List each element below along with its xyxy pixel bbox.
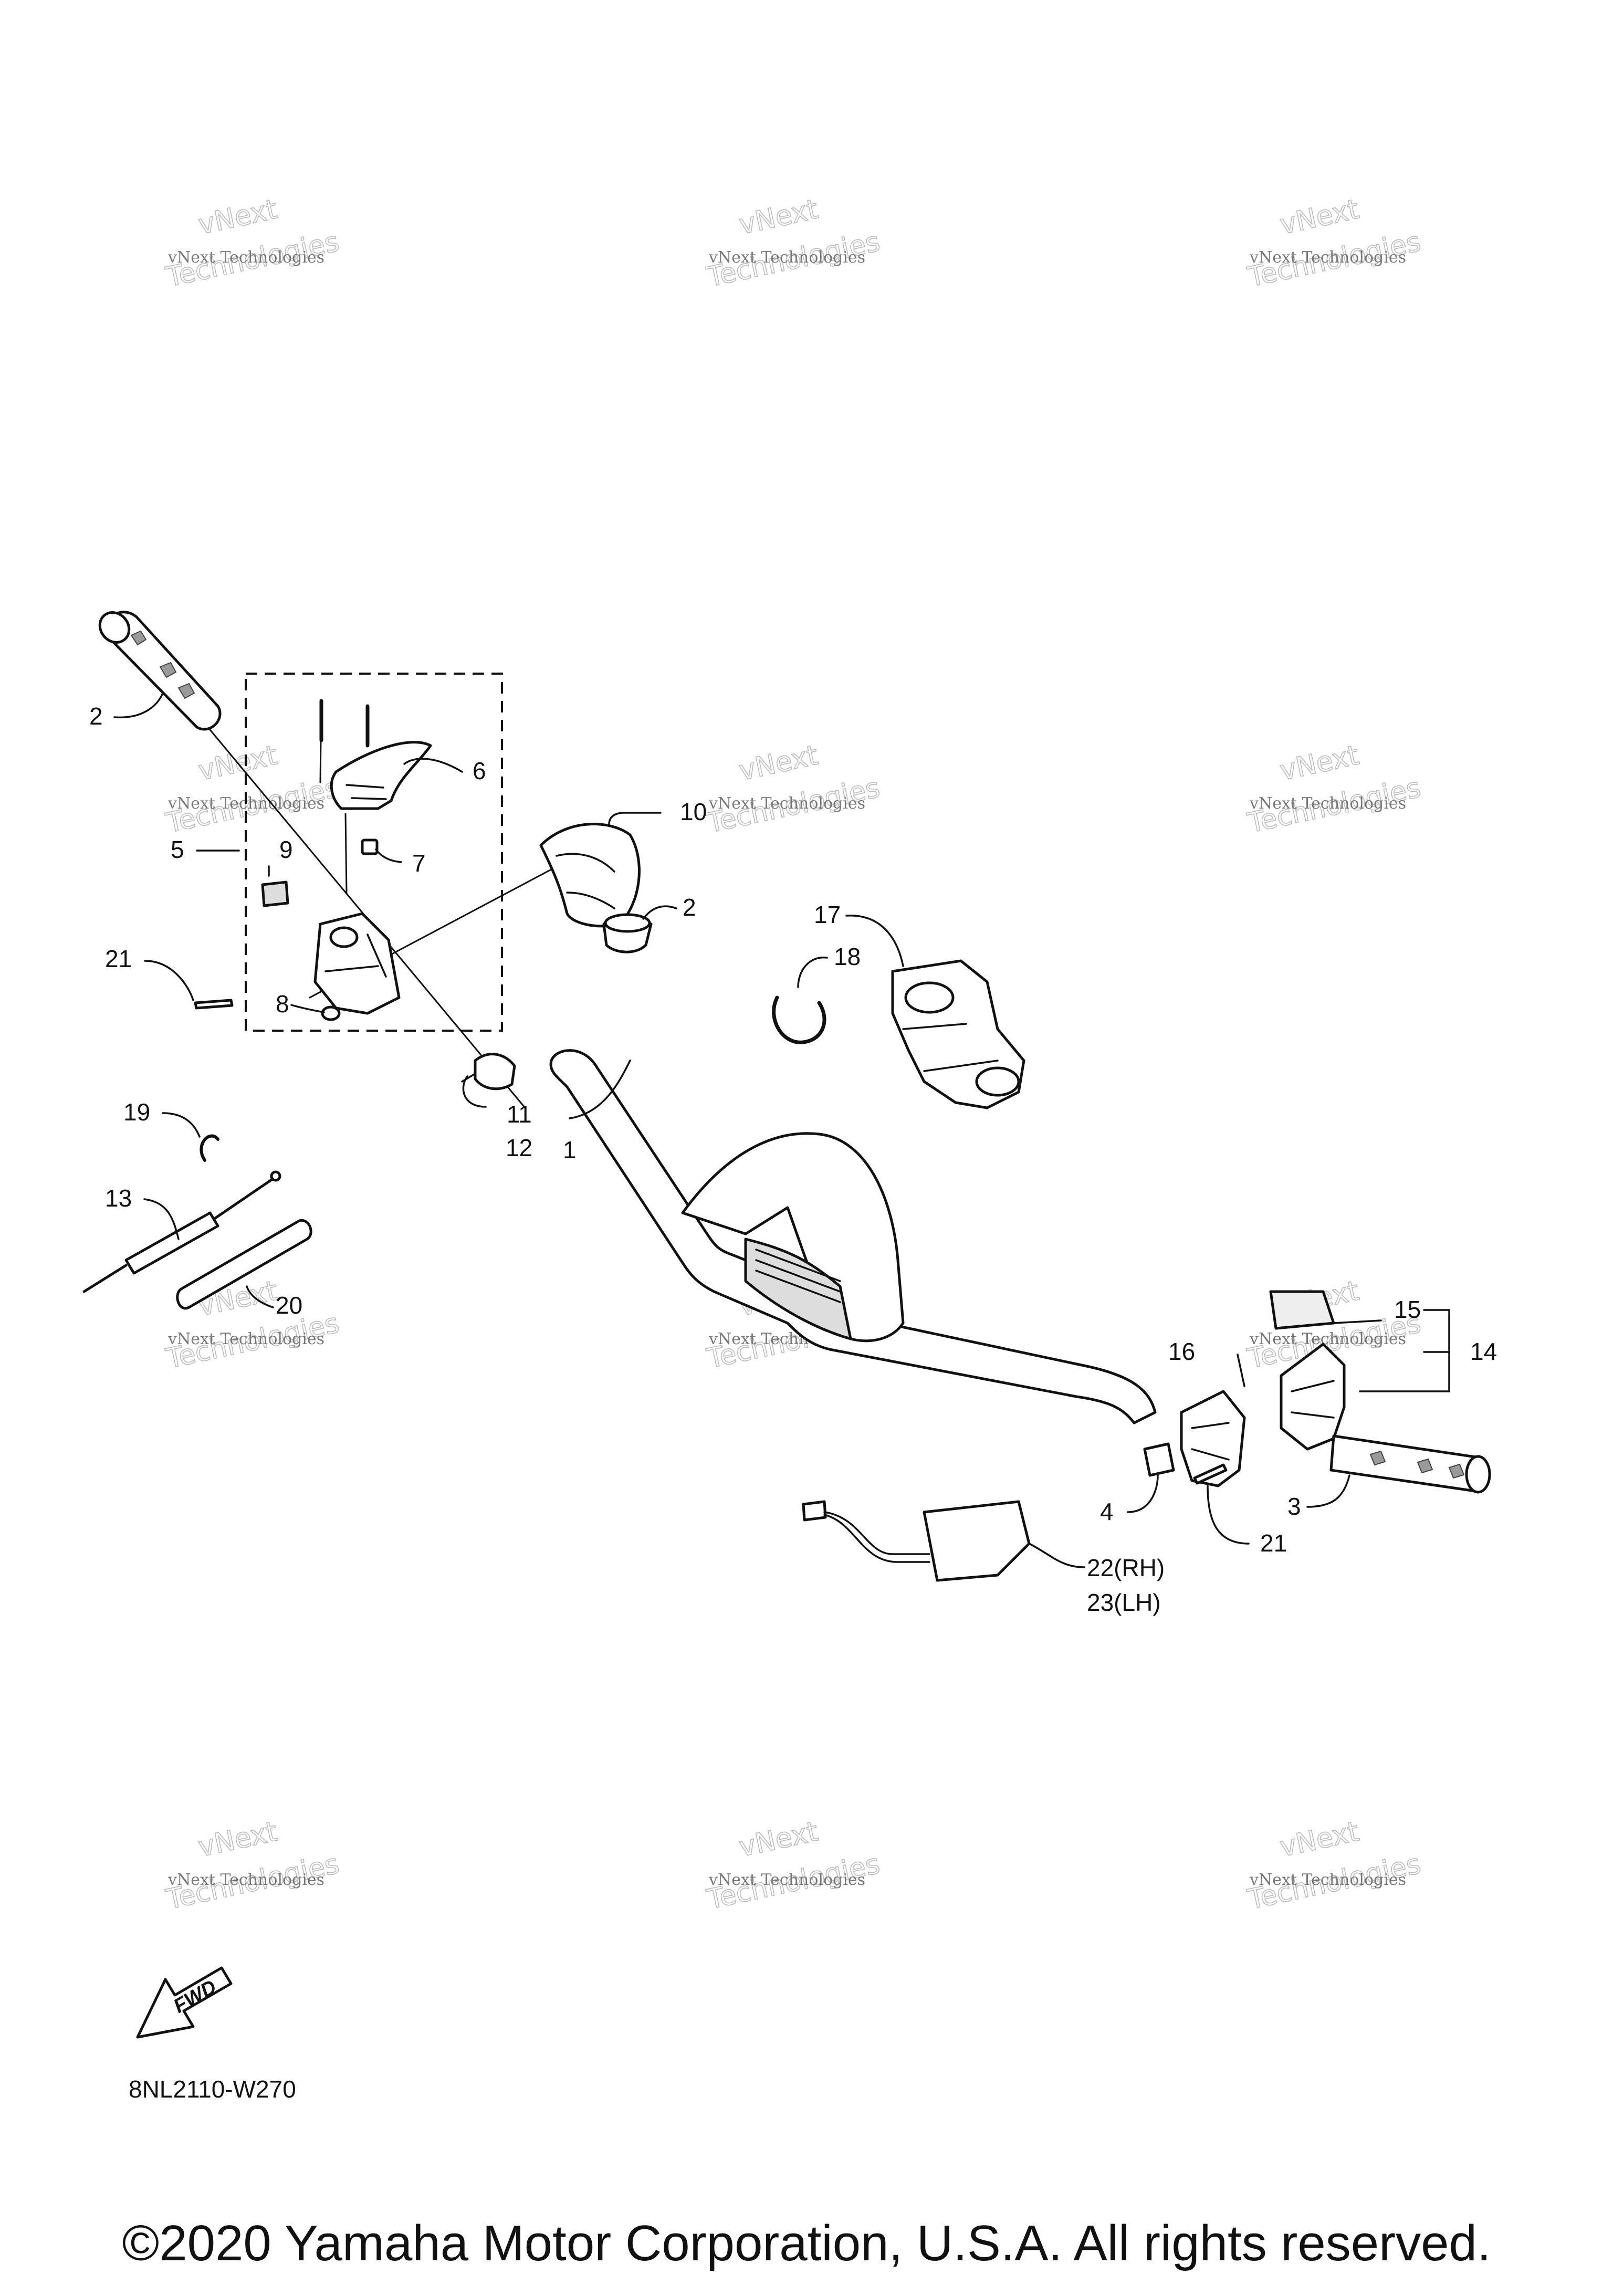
clip-part-19 <box>200 1134 219 1162</box>
watermark-line2: vNext Technologies <box>167 248 324 267</box>
watermark-line2: vNext Technologies <box>1249 794 1406 813</box>
callout-21-right: 21 <box>1260 1529 1287 1557</box>
callout-15: 15 <box>1394 1296 1421 1323</box>
watermark-line1: vNext <box>736 1816 821 1863</box>
watermark-line2: vNext Technologies <box>708 1871 865 1889</box>
wire-harness-part-22-23 <box>802 1500 1031 1582</box>
callout-8: 9 <box>279 836 293 863</box>
callout-14: 14 <box>1470 1338 1497 1365</box>
watermark-line1: vNext <box>1277 194 1361 241</box>
diagram-code: 8NL2110-W270 <box>129 2075 296 2103</box>
callout-2-right: 3 <box>1287 1493 1301 1520</box>
watermark-line2: vNext Technologies <box>708 794 865 813</box>
screw-part-21-left <box>194 999 234 1010</box>
handlebar-part-1 <box>549 1049 1157 1424</box>
watermark-line1: vNext <box>736 194 821 241</box>
watermark-line2: vNext Technologies <box>1249 1330 1406 1348</box>
plate-part-8 <box>261 880 289 907</box>
callout-7: 8 <box>276 990 289 1018</box>
copyright-notice: ©2020 Yamaha Motor Corporation, U.S.A. A… <box>122 2215 1491 2271</box>
left-grip-part-2 <box>98 611 222 731</box>
leader-lines <box>113 692 1450 1568</box>
watermark-line1: vNext <box>736 740 821 787</box>
watermark-line1: vNext <box>195 194 280 241</box>
handlebar-holder-part-17 <box>891 959 1025 1109</box>
switch-knob-part-10 <box>602 913 653 953</box>
callout-1: 1 <box>563 1136 577 1163</box>
callout-3: 4 <box>1100 1498 1114 1525</box>
callout-labels: 2 6 5 9 7 10 2 17 18 21 8 19 11 12 1 13 … <box>89 703 1497 1616</box>
watermark-line1: vNext <box>1277 1816 1361 1863</box>
throttle-lever-part-5 <box>319 699 432 810</box>
throttle-housing-part-4 <box>313 912 401 1015</box>
switch-assembly-part-14 <box>1269 1290 1346 1451</box>
screw-part-21-right <box>1193 1463 1228 1485</box>
callout-9: 10 <box>680 798 707 825</box>
callout-23-lh: 23(LH) <box>1087 1589 1161 1616</box>
callout-6: 7 <box>412 850 426 877</box>
callout-2-left: 2 <box>89 703 103 730</box>
fwd-arrow-icon: FWD <box>136 1966 233 2039</box>
circlip-part-18 <box>772 995 826 1044</box>
watermark-line2: vNext Technologies <box>167 1871 324 1889</box>
callout-20: 20 <box>276 1292 302 1319</box>
callout-17: 17 <box>814 901 841 928</box>
callout-12: 12 <box>506 1134 532 1161</box>
callout-19: 19 <box>123 1098 150 1126</box>
callout-18: 18 <box>834 943 861 970</box>
callout-10: 2 <box>683 894 696 921</box>
watermark-line1: vNext <box>1277 740 1361 787</box>
throttle-cable-part-13 <box>82 1170 281 1293</box>
switch-cover-part-9 <box>539 823 641 928</box>
washer-part-7 <box>321 1005 341 1021</box>
right-grip-part-2 <box>1329 1434 1491 1494</box>
end-cap-part-3 <box>1143 1442 1175 1477</box>
watermark-line1: vNext <box>195 1816 280 1863</box>
sleeve-part-20 <box>176 1219 312 1310</box>
callout-16: 16 <box>1168 1338 1195 1365</box>
callout-21-left: 21 <box>105 945 132 972</box>
callout-22-rh: 22(RH) <box>1087 1554 1165 1581</box>
assembly-4-dashed-box <box>245 673 503 1032</box>
callout-5: 6 <box>473 757 486 784</box>
watermark-line2: vNext Technologies <box>1249 248 1406 267</box>
watermark-line2: vNext Technologies <box>167 1330 324 1348</box>
watermark-line2: vNext Technologies <box>1249 1871 1406 1889</box>
callout-13: 13 <box>105 1184 132 1212</box>
callout-11: 11 <box>507 1100 532 1128</box>
callout-4: 5 <box>171 836 184 863</box>
nut-part-6 <box>361 838 379 855</box>
watermark-line2: vNext Technologies <box>708 248 865 267</box>
switch-part-11 <box>461 1053 516 1091</box>
bracket-part-16 <box>1180 1390 1246 1487</box>
